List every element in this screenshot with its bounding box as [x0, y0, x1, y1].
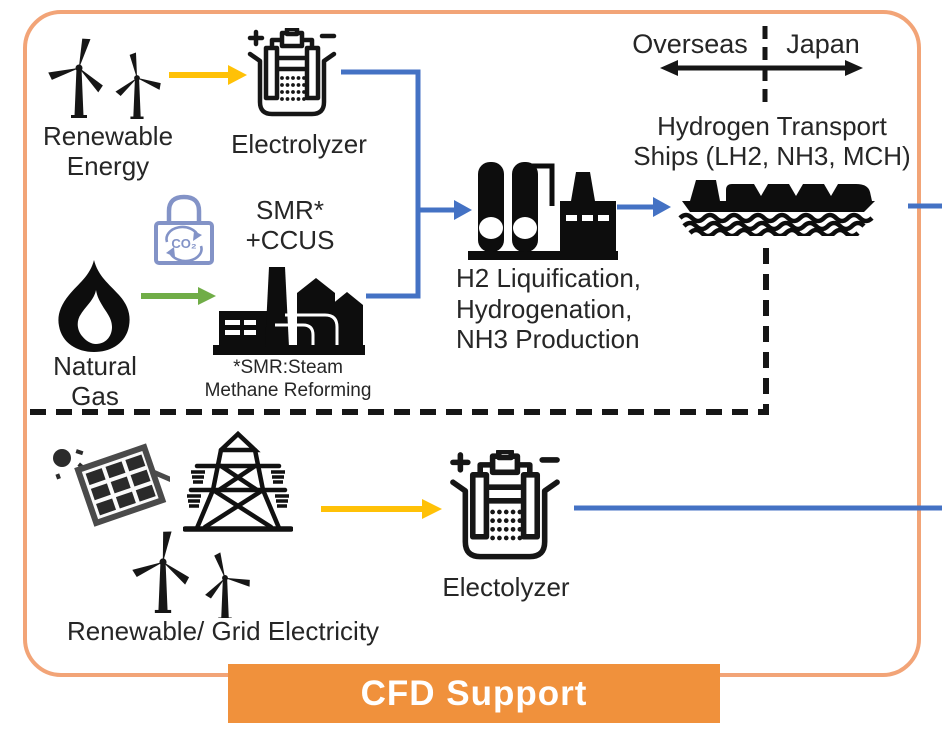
- waves: [678, 212, 874, 236]
- chemical-plant-icon: [468, 162, 618, 260]
- solar-panel-icon: [53, 443, 170, 527]
- transmission-tower-icon: [183, 430, 293, 532]
- wind-turbines-icon: [132, 531, 250, 618]
- smr-factory-icon: [213, 267, 365, 355]
- wind-turbines-icon: [48, 38, 161, 119]
- renewable-grid-label: Renewable/ Grid Electricity: [66, 616, 380, 646]
- bubble-dots: [280, 76, 306, 101]
- overseas-region-label: Overseas: [632, 29, 748, 59]
- tanker-ship-icon: [678, 180, 875, 236]
- cfd-support-label: CFD Support: [360, 673, 588, 713]
- electrolyzer-label: Electrolyzer: [231, 129, 367, 159]
- co2-lock-icon: CO₂: [154, 194, 214, 265]
- flame-icon: [58, 260, 130, 352]
- electolyzer-bottom-label: Electolyzer: [442, 572, 570, 602]
- japan-region-label: Japan: [786, 29, 860, 59]
- co2-label: CO₂: [171, 236, 197, 251]
- electrolyzer-icon: [450, 450, 560, 560]
- smr-ccus-label: SMR* +CCUS: [245, 195, 335, 256]
- natural-gas-label: Natural Gas: [53, 351, 137, 412]
- h2-processing-label: H2 Liquification, Hydrogenation, NH3 Pro…: [456, 263, 641, 355]
- cfd-support-banner: CFD Support: [228, 664, 720, 723]
- electrolyzer-icon: [247, 28, 337, 117]
- renewable-energy-label: Renewable Energy: [42, 121, 174, 182]
- hydrogen-ships-label: Hydrogen Transport Ships (LH2, NH3, MCH): [633, 111, 911, 172]
- bubble-dots: [490, 509, 523, 541]
- insulators: [187, 470, 289, 508]
- smr-footnote-label: *SMR:Steam Methane Reforming: [204, 357, 372, 401]
